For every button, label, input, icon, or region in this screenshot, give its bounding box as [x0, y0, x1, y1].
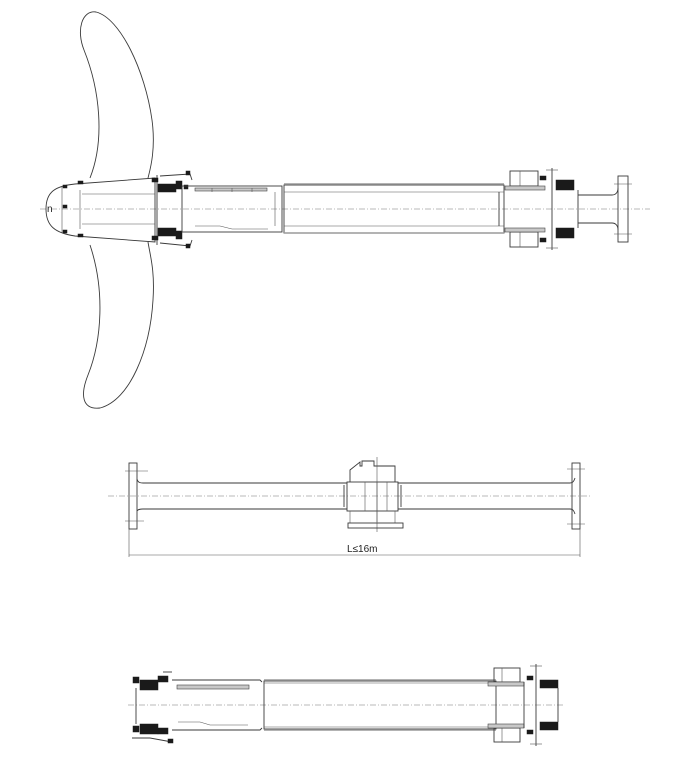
length-dimension: L≤16m [128, 529, 581, 557]
aft-seal-upper [151, 170, 193, 193]
bearing-liner-upper [194, 187, 268, 192]
shaft-sleeve [181, 185, 283, 233]
shaft-end [578, 187, 619, 196]
length-label: L≤16m [347, 544, 378, 555]
propeller-blade-upper [80, 11, 154, 179]
left-flange [128, 462, 138, 530]
stern-tube-body [263, 680, 497, 730]
forward-seal-bottom-view [487, 664, 559, 746]
aft-seal-bottom-view-upper [132, 671, 263, 691]
forward-seal-assembly [504, 168, 579, 250]
coupling-flange [617, 175, 629, 243]
stern-tube-assembly-view [128, 664, 565, 746]
propeller-shaft-assembly-view: n [40, 11, 650, 409]
aft-seal-bottom-view-lower [132, 721, 263, 744]
propeller-hub-cone [45, 177, 156, 243]
intermediate-shaft-body [136, 478, 347, 484]
aft-seal-lower [151, 227, 193, 249]
svg-text:n: n [47, 204, 53, 215]
propeller-blade-lower [83, 241, 154, 409]
intermediate-bearing [343, 457, 404, 532]
intermediate-shaft-view: L≤16m [108, 457, 590, 557]
right-flange [571, 462, 581, 530]
